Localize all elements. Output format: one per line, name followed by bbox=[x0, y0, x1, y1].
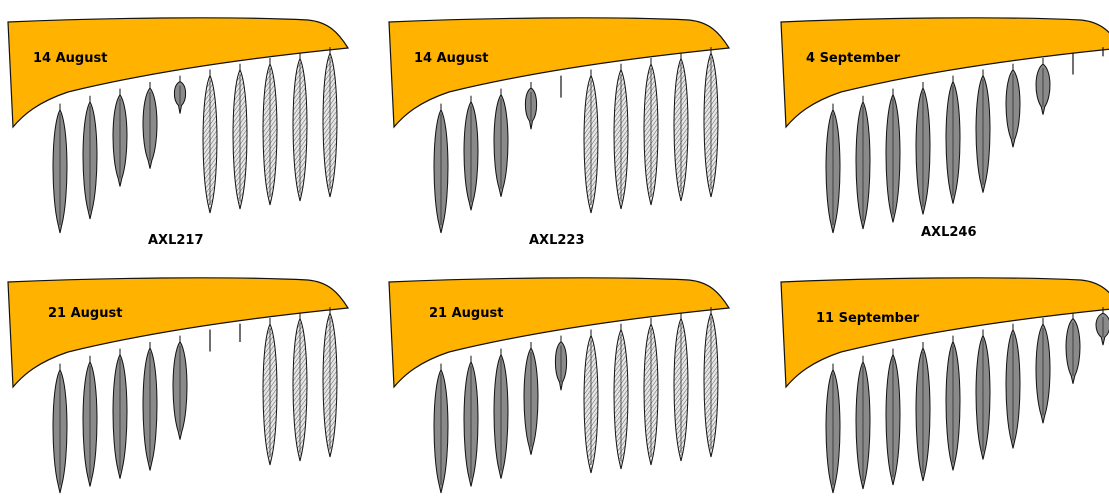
feather-old bbox=[584, 70, 598, 213]
feather-new bbox=[434, 104, 448, 233]
date-label: 21 August bbox=[429, 306, 503, 321]
panel-1: 14 August AXL217 bbox=[8, 18, 348, 248]
feather-new bbox=[1006, 64, 1020, 148]
feather-new bbox=[886, 89, 900, 223]
feather-pin bbox=[174, 76, 185, 114]
feather-new bbox=[83, 96, 97, 219]
feather-new bbox=[856, 356, 870, 489]
feather-new bbox=[1036, 58, 1050, 115]
wing-shape bbox=[781, 278, 1109, 387]
feather-new bbox=[946, 336, 960, 471]
bird-id-label: AXL246 bbox=[921, 225, 977, 240]
feather-new bbox=[53, 364, 67, 493]
feather-new bbox=[946, 76, 960, 204]
panel-2: 14 August AXL223 bbox=[389, 18, 729, 248]
feather-new bbox=[83, 356, 97, 487]
feather-new bbox=[434, 364, 448, 493]
feather-new bbox=[976, 330, 990, 460]
bird-id-label: AXL223 bbox=[529, 233, 585, 248]
feather-new bbox=[464, 96, 478, 210]
feather-old bbox=[263, 318, 277, 465]
feather-new bbox=[826, 364, 840, 493]
feather-old bbox=[203, 70, 217, 213]
date-label: 14 August bbox=[33, 51, 107, 66]
feather-old bbox=[704, 307, 718, 457]
feather-new bbox=[1036, 318, 1050, 423]
feather-new bbox=[1006, 324, 1020, 449]
feather-pin bbox=[525, 82, 536, 129]
feather-new bbox=[53, 104, 67, 233]
feather-new bbox=[113, 349, 127, 479]
panel-3: 4 September AXL246 bbox=[781, 18, 1109, 240]
feather-old bbox=[644, 318, 658, 465]
feather-pin bbox=[555, 336, 566, 391]
wing-shape bbox=[781, 18, 1109, 127]
feather-new bbox=[494, 349, 508, 479]
feather-new bbox=[916, 82, 930, 214]
feather-new bbox=[494, 89, 508, 197]
feather-new bbox=[976, 70, 990, 193]
feather-new bbox=[856, 96, 870, 229]
feather-old bbox=[233, 64, 247, 209]
feather-old bbox=[293, 313, 307, 461]
date-label: 11 September bbox=[816, 311, 920, 326]
feather-old bbox=[614, 64, 628, 209]
feather-new bbox=[143, 342, 157, 471]
feather-new bbox=[1096, 307, 1109, 345]
date-label: 4 September bbox=[806, 51, 901, 66]
date-label: 14 August bbox=[414, 51, 488, 66]
feather-old bbox=[584, 330, 598, 473]
feather-new bbox=[464, 356, 478, 487]
panel-4: 21 August bbox=[8, 278, 348, 493]
feather-new bbox=[113, 89, 127, 187]
feather-old bbox=[704, 47, 718, 197]
date-label: 21 August bbox=[48, 306, 122, 321]
feather-new bbox=[173, 336, 187, 440]
feather-old bbox=[674, 313, 688, 461]
feather-old bbox=[644, 58, 658, 205]
feather-old bbox=[323, 307, 337, 457]
panel-6: 11 September bbox=[781, 278, 1109, 493]
feather-old bbox=[263, 58, 277, 205]
panel-5: 21 August bbox=[389, 278, 729, 493]
feather-new bbox=[886, 349, 900, 485]
feather-old bbox=[293, 53, 307, 201]
feather-vane bbox=[1096, 313, 1109, 345]
feather-new bbox=[524, 342, 538, 455]
feather-new bbox=[1066, 313, 1080, 384]
feather-new bbox=[826, 104, 840, 233]
feather-new bbox=[143, 82, 157, 169]
feather-old bbox=[614, 324, 628, 469]
bird-id-label: AXL217 bbox=[148, 233, 204, 248]
feather-old bbox=[674, 53, 688, 201]
feather-old bbox=[323, 47, 337, 197]
feather-new bbox=[916, 342, 930, 481]
